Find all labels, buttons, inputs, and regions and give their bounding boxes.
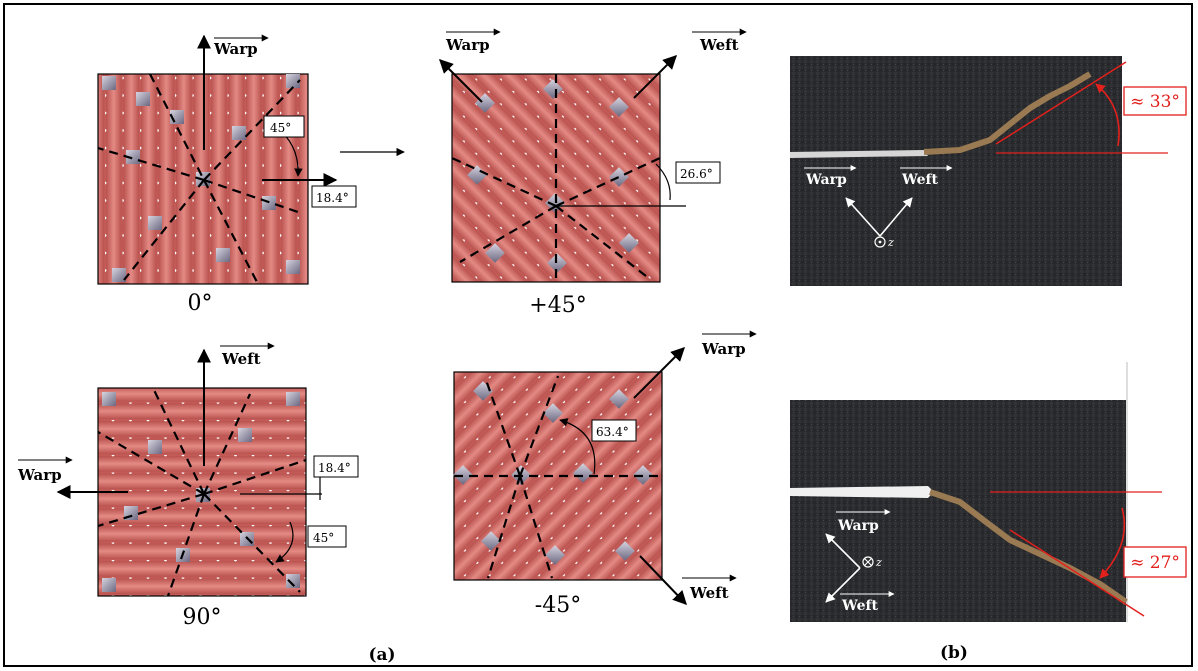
weft-label: Weft <box>699 36 739 54</box>
panel-a-caption: (a) <box>368 645 395 665</box>
dashed-lines <box>97 389 307 597</box>
warp-arrow <box>633 347 685 399</box>
angle-box-26: 26.6° <box>675 161 721 184</box>
warp-label-group: Warp <box>17 456 73 484</box>
weave-angle-caption: -45° <box>535 593 581 618</box>
photo-top: ≈ 33° Warp Weft z <box>790 56 1187 286</box>
photo-bottom: ≈ 27° Warp Weft z <box>790 362 1187 622</box>
weave-angle-caption: +45° <box>529 293 586 318</box>
weft-axis-label: Weft <box>901 172 939 188</box>
weave-0deg: Warp 45° 18.4° 0° <box>97 34 357 316</box>
angle-label-18: 18.4° <box>316 191 349 205</box>
angle-arc <box>275 521 294 563</box>
angle-box-45: 45° <box>307 525 347 548</box>
weave-plus45deg: Warp Weft 26.6° +45° <box>439 28 747 318</box>
crossover-markers <box>453 381 653 565</box>
weft-label: Weft <box>221 350 261 368</box>
crack-path <box>923 71 1092 155</box>
warp-axis-label: Warp <box>805 172 847 188</box>
axes-glyph: Warp Weft z <box>825 509 895 614</box>
angle-arc-33 <box>1095 83 1120 147</box>
weave-angle-caption: 0° <box>188 291 213 316</box>
angle-label-45: 45° <box>313 531 334 545</box>
angle-box-27: ≈ 27° <box>1123 546 1187 578</box>
angle-box-63: 63.4° <box>591 419 637 442</box>
angle-label-63: 63.4° <box>596 425 629 439</box>
warp-label: Warp <box>17 466 62 484</box>
ref-line-crack <box>1009 529 1145 617</box>
ref-line-crack <box>995 61 1127 145</box>
weft-label: Weft <box>689 584 729 602</box>
warp-label-group: Warp <box>445 28 501 54</box>
warp-label: Warp <box>213 40 258 58</box>
notch <box>790 150 928 158</box>
dashed-lines <box>97 73 301 285</box>
weave-angle-caption: 90° <box>183 605 222 630</box>
weft-axis-label: Weft <box>841 598 879 614</box>
angle-label-18: 18.4° <box>318 461 351 475</box>
angle-arc <box>559 418 596 475</box>
warp-label-group: Warp <box>701 330 757 358</box>
angle-box-45: 45° <box>263 115 305 138</box>
weft-label-group: Weft <box>692 28 747 54</box>
angle-label-26: 26.6° <box>680 167 713 181</box>
figure-border <box>3 3 1193 667</box>
weft-label-group: Weft <box>220 342 275 368</box>
specimen-photo <box>790 56 1124 286</box>
warp-arrow <box>439 59 483 103</box>
warp-label-group: Warp <box>213 34 269 58</box>
weft-label-group: Weft <box>682 574 737 602</box>
dashed-lines <box>451 74 661 282</box>
specimen-photo <box>790 400 1126 622</box>
weft-arrow <box>633 55 677 99</box>
crossover-markers <box>102 74 300 282</box>
warp-label: Warp <box>701 340 746 358</box>
angle-label-27: ≈ 27° <box>1130 553 1180 573</box>
angle-label-33: ≈ 33° <box>1130 92 1180 112</box>
z-axis-label: z <box>887 236 894 249</box>
axes-glyph: Warp Weft z <box>804 165 953 249</box>
panel-b-caption: (b) <box>940 643 968 663</box>
weft-arrow <box>639 555 687 606</box>
weave-minus45deg: Warp Weft 63.4° -45° <box>453 330 757 618</box>
weave-90deg: Weft Warp 18.4° 45° 90° <box>17 342 359 630</box>
angle-arc <box>655 163 671 201</box>
z-axis-label: z <box>875 556 882 569</box>
warp-axis-label: Warp <box>837 518 879 534</box>
dashed-lines <box>454 375 662 579</box>
angle-label-45: 45° <box>270 121 291 135</box>
crack-path <box>929 489 1128 605</box>
warp-label: Warp <box>445 36 490 54</box>
angle-box-18: 18.4° <box>311 185 357 208</box>
notch <box>790 486 934 498</box>
angle-box-18: 18.4° <box>313 455 359 478</box>
angle-box-33: ≈ 33° <box>1123 86 1187 116</box>
angle-arc-27 <box>1099 507 1126 579</box>
